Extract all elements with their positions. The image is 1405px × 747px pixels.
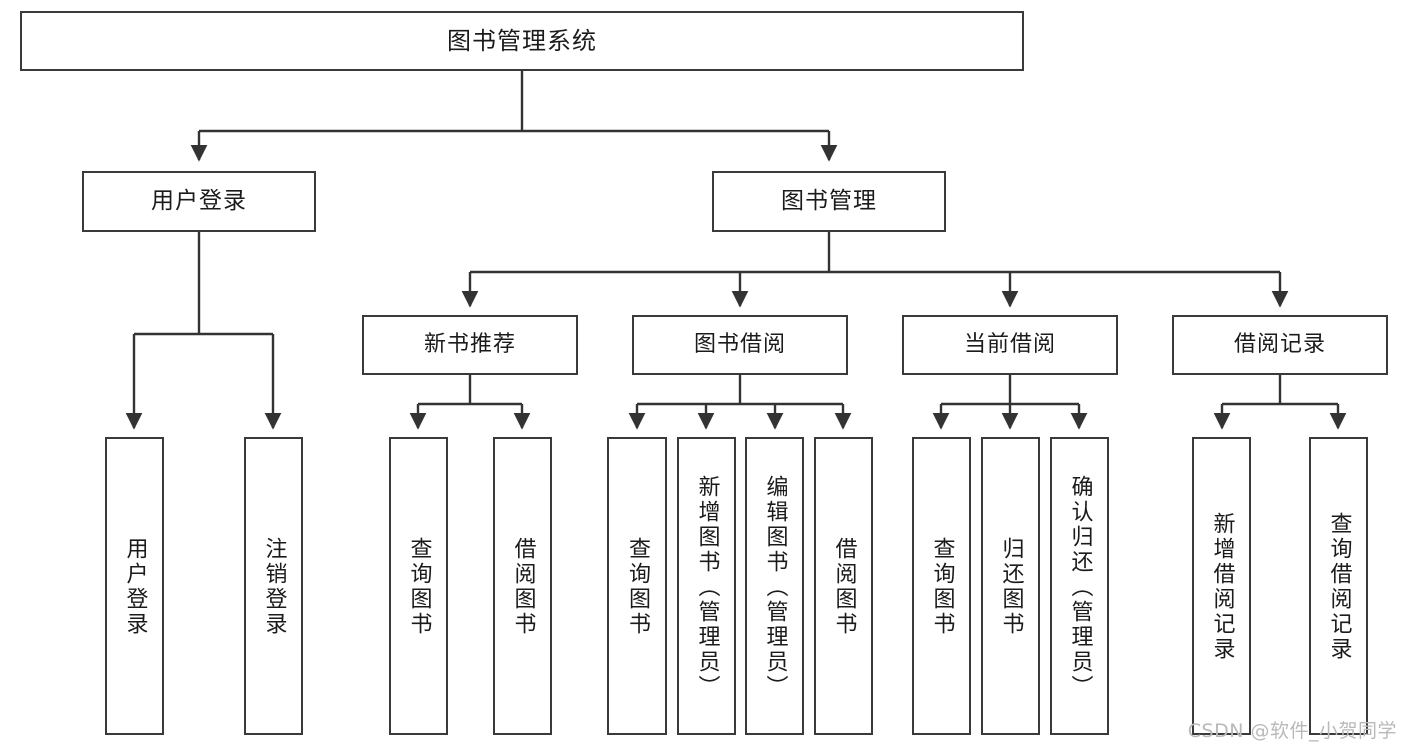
- leaf-borrow-record-add[interactable]: 新增借阅记录: [1192, 437, 1251, 735]
- node-book-management-label: 图书管理: [781, 187, 877, 214]
- leaf-new-book-query[interactable]: 查询图书: [389, 437, 448, 735]
- leaf-borrow-record-query[interactable]: 查询借阅记录: [1309, 437, 1368, 735]
- leaf-label: 查询图书: [625, 537, 650, 637]
- leaf-label: 注销登录: [261, 537, 287, 637]
- leaf-current-borrow-return[interactable]: 归还图书: [981, 437, 1040, 735]
- leaf-label: 确认归还（管理员）: [1067, 474, 1093, 700]
- node-new-book-recommend-label: 新书推荐: [423, 331, 516, 357]
- watermark: CSDN @软件_小贺同学: [1187, 720, 1397, 742]
- leaf-book-borrow-add[interactable]: 新增图书（管理员）: [677, 437, 736, 735]
- node-user-login[interactable]: 用户登录: [82, 171, 316, 232]
- node-current-borrow[interactable]: 当前借阅: [902, 315, 1118, 375]
- node-book-borrow-label: 图书借阅: [693, 331, 786, 357]
- leaf-label: 新增借阅记录: [1209, 512, 1235, 662]
- node-new-book-recommend[interactable]: 新书推荐: [362, 315, 578, 375]
- leaf-label: 用户登录: [122, 537, 148, 637]
- leaf-book-borrow-query[interactable]: 查询图书: [607, 437, 667, 735]
- leaf-current-borrow-confirm-return[interactable]: 确认归还（管理员）: [1050, 437, 1109, 735]
- node-borrow-record[interactable]: 借阅记录: [1172, 315, 1388, 375]
- node-book-borrow[interactable]: 图书借阅: [632, 315, 848, 375]
- leaf-label: 查询图书: [406, 537, 432, 637]
- leaf-label: 编辑图书（管理员）: [762, 474, 788, 700]
- leaf-label: 查询借阅记录: [1326, 512, 1352, 662]
- node-user-login-label: 用户登录: [151, 187, 247, 214]
- leaf-label: 借阅图书: [510, 537, 536, 637]
- leaf-label: 归还图书: [998, 537, 1024, 637]
- node-current-borrow-label: 当前借阅: [963, 331, 1056, 357]
- leaf-label: 查询图书: [929, 537, 955, 637]
- leaf-new-book-borrow[interactable]: 借阅图书: [493, 437, 552, 735]
- leaf-user-login-logout[interactable]: 注销登录: [244, 437, 303, 735]
- node-borrow-record-label: 借阅记录: [1233, 331, 1326, 357]
- node-root[interactable]: 图书管理系统: [20, 11, 1024, 71]
- leaf-label: 借阅图书: [831, 537, 857, 637]
- node-root-label: 图书管理系统: [447, 26, 597, 55]
- leaf-label: 新增图书（管理员）: [694, 474, 720, 700]
- node-book-management[interactable]: 图书管理: [712, 171, 946, 232]
- leaf-current-borrow-query[interactable]: 查询图书: [912, 437, 971, 735]
- leaf-book-borrow-borrow[interactable]: 借阅图书: [814, 437, 873, 735]
- leaf-book-borrow-edit[interactable]: 编辑图书（管理员）: [745, 437, 804, 735]
- leaf-user-login-login[interactable]: 用户登录: [105, 437, 164, 735]
